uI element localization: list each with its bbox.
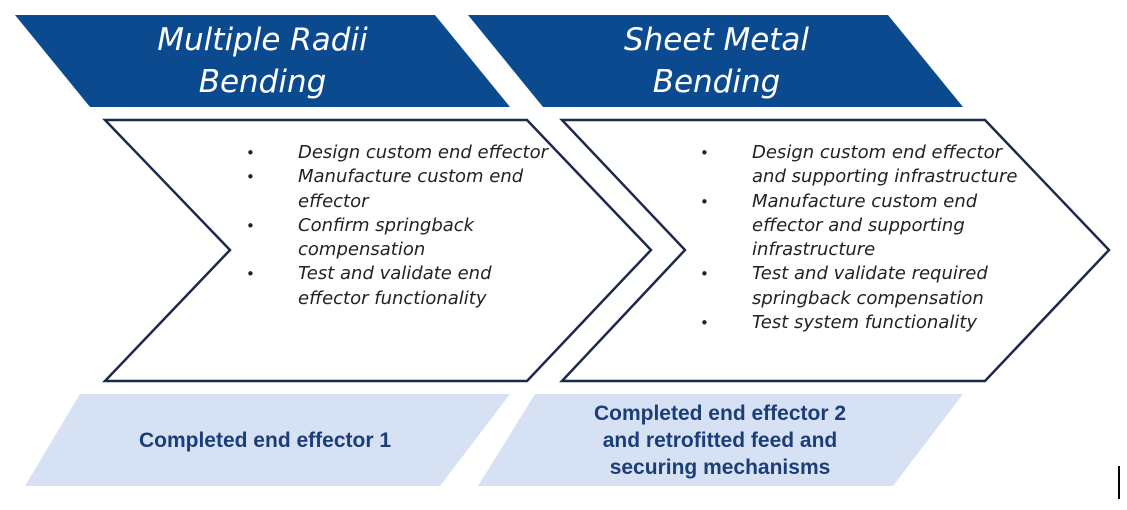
stage-2-step-2: Manufacture custom end effector and supp… bbox=[700, 190, 1025, 263]
stage-1-outcome-shape bbox=[25, 394, 510, 486]
stage-1-step-3: Confirm springback compensation bbox=[246, 214, 566, 263]
stage-2-step-1: Design custom end effector and supportin… bbox=[700, 141, 1025, 190]
stage-1-title: Multiple Radii Bending bbox=[120, 19, 405, 103]
stage-1-step-list: Design custom end effector Manufacture c… bbox=[246, 141, 566, 311]
stage-1-header-shape bbox=[15, 15, 510, 107]
stage-1-title-line-1: Multiple Radii bbox=[157, 22, 368, 58]
stage-2-outcome-line-2: and retrofitted feed and bbox=[602, 429, 838, 452]
stage-1-step-1: Design custom end effector bbox=[246, 141, 566, 166]
stage-2-title-line-1: Sheet Metal bbox=[623, 22, 810, 58]
stage-1-step-4: Test and validate end effector functiona… bbox=[246, 262, 566, 311]
stage-2-outcome: Completed end effector 2 and retrofitted… bbox=[545, 400, 895, 481]
stage-2-outcome-line-1: Completed end effector 2 bbox=[593, 402, 847, 425]
stage-2-step-list: Design custom end effector and supportin… bbox=[700, 141, 1025, 336]
stage-1-step-2: Manufacture custom end effector bbox=[246, 165, 566, 214]
text-cursor bbox=[1118, 466, 1120, 499]
stage-2-header-shape bbox=[468, 15, 963, 107]
stage-2-title: Sheet Metal Bending bbox=[574, 19, 859, 103]
stage-2-outcome-line-3: securing mechanisms bbox=[609, 456, 831, 479]
stage-1-title-line-2: Bending bbox=[198, 64, 327, 100]
stage-2-step-4: Test system functionality bbox=[700, 311, 1025, 336]
stage-1-outcome-line-1: Completed end effector 1 bbox=[138, 429, 392, 452]
stage-2-title-line-2: Bending bbox=[652, 64, 781, 100]
stage-1-outcome: Completed end effector 1 bbox=[95, 427, 435, 454]
stage-2-outcome-shape bbox=[478, 394, 963, 486]
stage-2-step-3: Test and validate required springback co… bbox=[700, 262, 1025, 311]
